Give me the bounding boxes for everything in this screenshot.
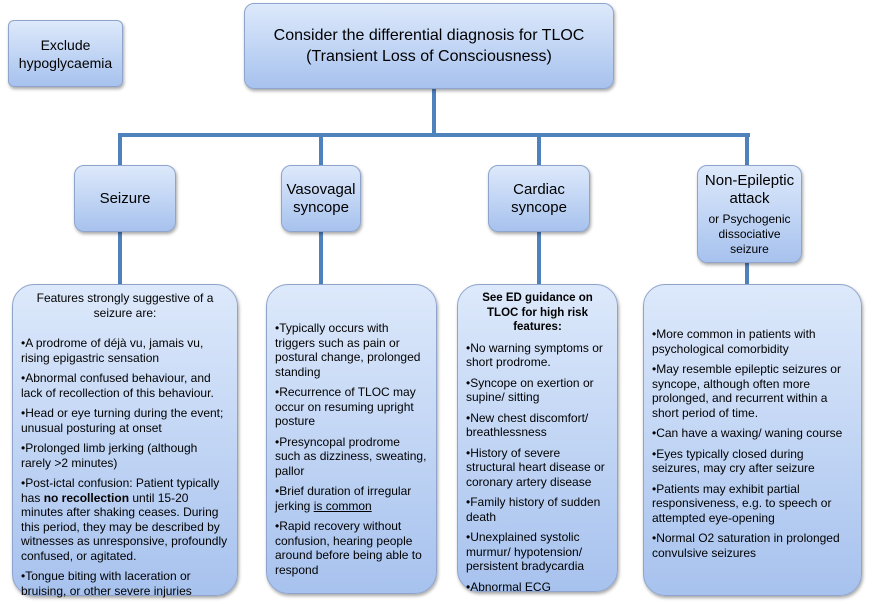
cardiac-intro: See ED guidance on TLOC for high risk fe… xyxy=(482,292,593,333)
cardiac-item: •History of severe structural heart dise… xyxy=(466,445,605,489)
vasovagal-title: Vasovagal syncope xyxy=(286,180,356,216)
seizure-title: Seizure xyxy=(99,189,151,207)
cardiac-item: •Unexplained systolic murmur/ hypotensio… xyxy=(466,530,585,573)
seizure-item-bold: no recollection xyxy=(43,490,130,505)
non-epileptic-item: •Normal O2 saturation in prolonged convu… xyxy=(652,531,840,560)
cardiac-item: •New chest discomfort/ breathlessness xyxy=(466,410,589,440)
vasovagal-item: •Typically occurs with triggers such as … xyxy=(275,321,421,379)
cardiac-item: •Family history of sudden death xyxy=(466,495,601,524)
vasovagal-item: •Rapid recovery without confusion, heari… xyxy=(275,519,422,577)
seizure-details: Features strongly suggestive of a seizur… xyxy=(12,284,238,598)
seizure-item-text: •Post-ictal confusion: Patient typically… xyxy=(21,476,220,505)
vasovagal-item-text: •Brief duration of irregular jerking xyxy=(275,484,412,513)
cardiac-item: •Syncope on exertion or supine/ sitting xyxy=(466,375,594,405)
cardiac-item: •Abnormal ECG xyxy=(466,579,551,594)
seizure-item: •Abnormal confused behaviour, and lack o… xyxy=(21,371,214,400)
seizure-box: Seizure xyxy=(74,165,176,232)
cardiac-box: Cardiac syncope xyxy=(488,165,590,232)
cardiac-title: Cardiac syncope xyxy=(511,180,567,216)
non-epileptic-item: •More common in patients with psychologi… xyxy=(652,327,816,356)
seizure-item: •Head or eye turning during the event; u… xyxy=(21,406,224,435)
tloc-line1: Consider the differential diagnosis for … xyxy=(273,27,585,44)
non-epileptic-item: •Can have a waxing/ waning course xyxy=(652,426,843,440)
vasovagal-box: Vasovagal syncope xyxy=(281,165,361,232)
non-epileptic-item: •May resemble epileptic seizures or sync… xyxy=(652,362,841,420)
non-epileptic-box: Non-Epileptic attack or Psychogenic diss… xyxy=(697,165,802,263)
cardiac-details: See ED guidance on TLOC for high risk fe… xyxy=(457,284,618,594)
connector xyxy=(118,133,750,137)
exclude-text: Exclude hypoglycaemia xyxy=(18,36,113,71)
non-epileptic-item: •Patients may exhibit partial responsive… xyxy=(652,481,832,525)
vasovagal-item: •Recurrence of TLOC may occur on resumin… xyxy=(275,385,416,428)
non-epileptic-title: Non-Epileptic attack xyxy=(704,171,795,207)
connector xyxy=(432,89,436,137)
seizure-intro: Features strongly suggestive of a seizur… xyxy=(36,291,214,320)
seizure-item: •Prolonged limb jerking (although rarely… xyxy=(21,441,198,470)
exclude-hypoglycaemia-box: Exclude hypoglycaemia xyxy=(8,20,123,87)
seizure-item: •A prodrome of déjà vu, jamais vu, risin… xyxy=(21,336,204,365)
seizure-item: •Tongue biting with laceration or bruisi… xyxy=(21,569,192,598)
vasovagal-item: •Presyncopal prodrome such as dizziness,… xyxy=(275,434,427,478)
vasovagal-item-underline: is common xyxy=(313,498,372,513)
tloc-line2: (Transient Loss of Consciousness) xyxy=(306,48,552,65)
seizure-item: •Post-ictal confusion: Patient typically… xyxy=(21,476,229,563)
tloc-box: Consider the differential diagnosis for … xyxy=(244,3,614,89)
vasovagal-details: •Typically occurs with triggers such as … xyxy=(266,284,437,594)
non-epileptic-details: •More common in patients with psychologi… xyxy=(643,284,862,596)
non-epileptic-subtitle: or Psychogenic dissociative seizure xyxy=(708,211,791,256)
seizure-item-text: until 15-20 minutes after shaking ceases… xyxy=(21,490,228,563)
cardiac-item: •No warning symptoms or short prodrome. xyxy=(466,340,603,370)
non-epileptic-item: •Eyes typically closed during seizures, … xyxy=(652,446,815,476)
vasovagal-item: •Brief duration of irregular jerking is … xyxy=(275,484,428,513)
